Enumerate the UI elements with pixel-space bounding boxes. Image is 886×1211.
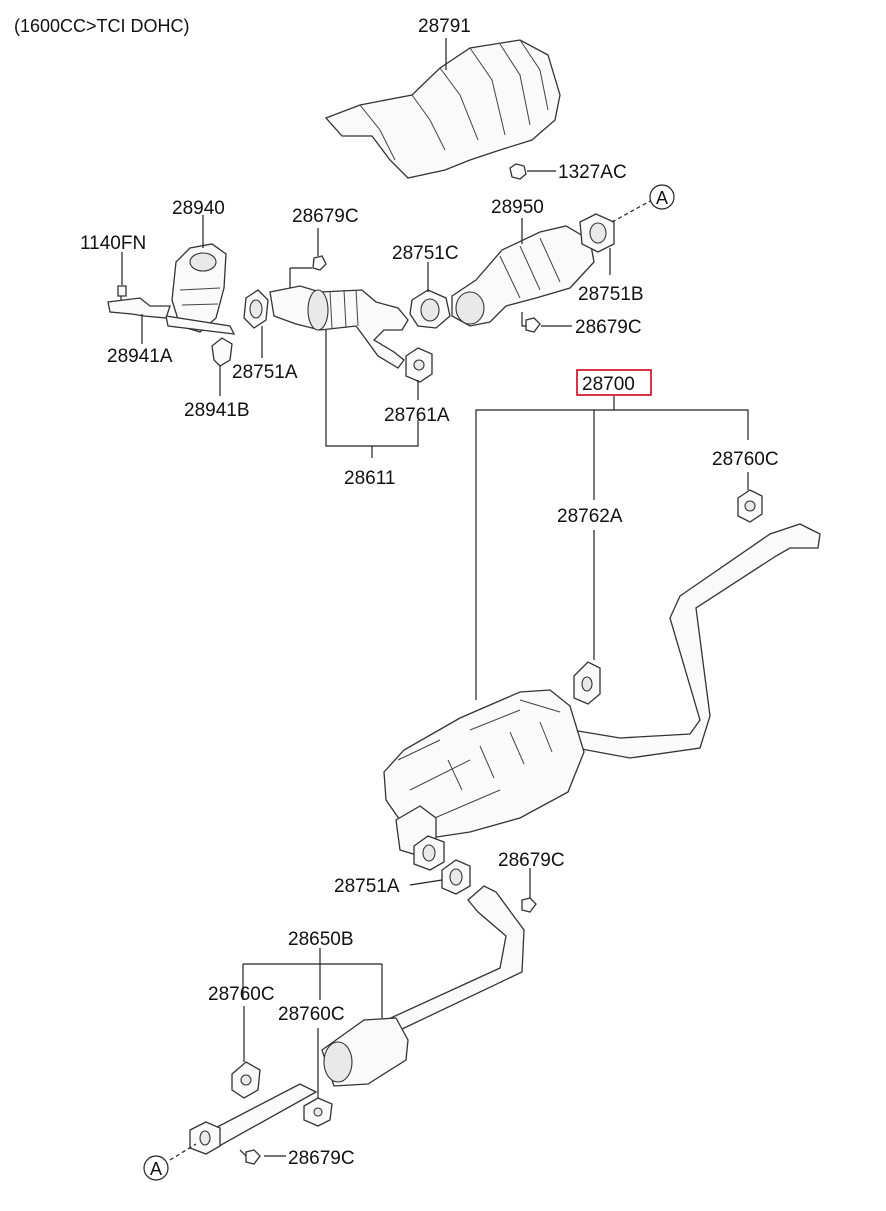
label-28751a-upper: 28751A: [232, 362, 298, 383]
label-28679c-mid: 28679C: [575, 317, 642, 338]
label-28751a-lower: 28751A: [334, 876, 400, 897]
label-28679c-bottom: 28679C: [288, 1148, 355, 1169]
gasket-28751c[interactable]: [409, 289, 451, 329]
gasket-28751a-upper[interactable]: [243, 289, 269, 329]
svg-text:A: A: [656, 188, 668, 208]
label-1327ac: 1327AC: [558, 162, 627, 183]
label-28679c-upper: 28679C: [292, 206, 359, 227]
ref-circle-a-bottom: A: [143, 1155, 169, 1181]
highlight-box-28700: [576, 369, 652, 396]
label-28760c-center-1: 28760C: [208, 984, 275, 1005]
label-28760c-tail: 28760C: [712, 449, 779, 470]
diagram-title: (1600CC>TCI DOHC): [14, 16, 190, 36]
hanger-28760c-tail[interactable]: [737, 489, 763, 523]
label-28791: 28791: [418, 16, 471, 37]
ref-circle-a-top: A: [649, 184, 675, 210]
hanger-28760c-center-2[interactable]: [303, 1097, 333, 1127]
manifold-cat-28940[interactable]: [165, 243, 236, 335]
bracket-28941b[interactable]: [211, 337, 233, 367]
label-28760c-center-2: 28760C: [278, 1004, 345, 1025]
rear-muffler-28700[interactable]: [383, 689, 585, 857]
label-28940: 28940: [172, 198, 225, 219]
hanger-28760c-center-1[interactable]: [231, 1061, 261, 1099]
label-28611: 28611: [344, 468, 395, 489]
cat-converter-28950[interactable]: [451, 225, 595, 327]
label-28751b: 28751B: [578, 284, 644, 305]
label-28941b: 28941B: [184, 400, 250, 421]
hanger-28761a[interactable]: [405, 347, 433, 383]
label-28950: 28950: [491, 197, 544, 218]
svg-text:A: A: [150, 1159, 162, 1179]
nut-28679c-bottom[interactable]: [245, 1149, 261, 1165]
label-28679c-lower: 28679C: [498, 850, 565, 871]
hanger-28762a[interactable]: [573, 661, 601, 705]
label-28650b: 28650B: [288, 929, 354, 950]
label-28751c: 28751C: [392, 243, 459, 264]
nut-28679c-lower[interactable]: [521, 897, 537, 913]
heat-protector-28791[interactable]: [324, 39, 561, 179]
label-28762a: 28762A: [557, 506, 623, 527]
gasket-28751b[interactable]: [579, 213, 615, 253]
rear-pipe-28700[interactable]: [571, 523, 821, 759]
bracket-28941a[interactable]: [107, 297, 171, 319]
label-28761a: 28761A: [384, 405, 450, 426]
nut-28679c-upper[interactable]: [312, 255, 327, 271]
label-28700[interactable]: 28700: [582, 374, 635, 395]
front-pipe-28611[interactable]: [269, 285, 409, 369]
label-1140fn: 1140FN: [80, 233, 146, 254]
label-28941a: 28941A: [107, 346, 173, 367]
gasket-28751a-lower[interactable]: [413, 835, 471, 895]
center-pipe-28650b[interactable]: [189, 885, 525, 1155]
nut-1327ac[interactable]: [509, 163, 527, 180]
nut-28679c-mid[interactable]: [525, 317, 541, 333]
